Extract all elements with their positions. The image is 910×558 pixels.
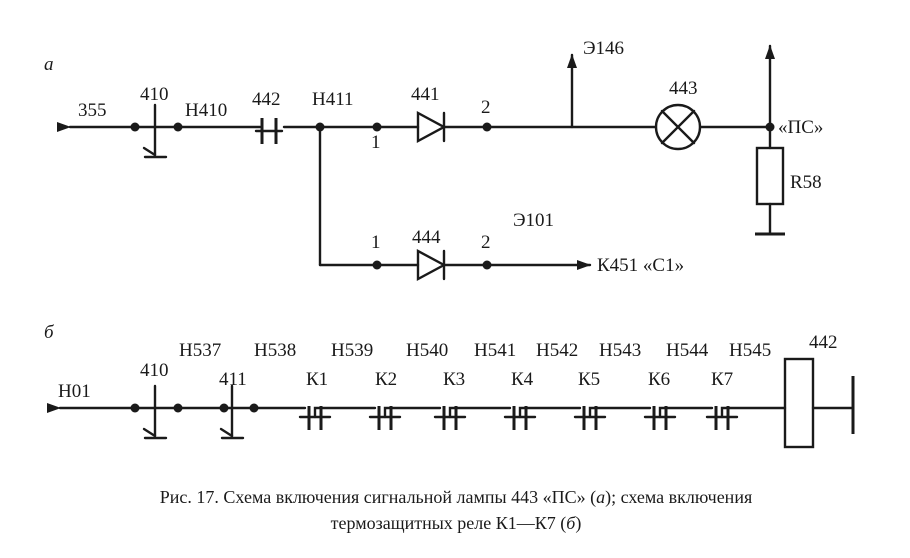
label-e101: Э101	[513, 210, 554, 231]
label-ps: «ПС»	[778, 117, 823, 138]
label-k3: К3	[443, 369, 465, 390]
contact-442	[254, 118, 284, 144]
wire-k1-k2	[313, 406, 377, 419]
diode-441	[416, 110, 447, 144]
terminal-dot	[173, 403, 183, 413]
label-h01: Н01	[58, 381, 91, 402]
resistor-r58	[755, 146, 785, 206]
contact-k5	[573, 406, 607, 430]
label-h538: Н538	[254, 340, 296, 361]
label-h539: Н539	[331, 340, 373, 361]
wire-k6-k7	[658, 406, 714, 419]
panel-a-letter: а	[44, 54, 54, 75]
wire-k7-442	[720, 406, 787, 419]
panel-b-letter: б	[44, 322, 55, 343]
label-k5: К5	[578, 369, 600, 390]
caption-line-1: Рис. 17. Схема включения сигнальной ламп…	[160, 487, 752, 508]
label-k4: К4	[511, 369, 534, 390]
contact-k4	[503, 406, 537, 430]
label-h410: Н410	[185, 100, 227, 121]
label-k6: К6	[648, 369, 670, 390]
label-h544: Н544	[666, 340, 709, 361]
terminal-dot	[130, 403, 140, 413]
label-355: 355	[78, 100, 107, 121]
terminal-dot	[482, 122, 492, 132]
panel-b: б	[44, 322, 855, 449]
label-441: 441	[411, 84, 440, 105]
label-h411: Н411	[312, 89, 354, 110]
label-k451: К451 «С1»	[597, 255, 684, 276]
switch-411	[219, 384, 245, 440]
lamp-443	[654, 103, 702, 151]
label-r58: R58	[790, 172, 822, 193]
terminal-dot	[372, 122, 382, 132]
relay-coil-442	[783, 357, 815, 449]
caption-line-2: термозащитных реле К1—К7 (б)	[331, 513, 582, 534]
contact-k6	[643, 406, 677, 430]
contact-k3	[433, 406, 467, 430]
label-411: 411	[219, 369, 247, 390]
pin-1-bottom: 1	[371, 232, 381, 253]
contact-k2	[368, 406, 402, 430]
label-h542: Н542	[536, 340, 578, 361]
label-e146: Э146	[583, 38, 624, 59]
label-444: 444	[412, 227, 441, 248]
terminal-dot	[130, 122, 140, 132]
terminal-dot	[249, 403, 259, 413]
label-k2: К2	[375, 369, 397, 390]
terminal-dot	[219, 403, 229, 413]
switch-410-b	[142, 384, 168, 440]
diode-444	[416, 248, 447, 282]
label-k7: К7	[711, 369, 733, 390]
wire-k3-k4	[448, 406, 512, 419]
label-h537: Н537	[179, 340, 221, 361]
label-h540: Н540	[406, 340, 448, 361]
label-k1: К1	[306, 369, 328, 390]
switch-410	[142, 103, 168, 159]
figure-caption: Рис. 17. Схема включения сигнальной ламп…	[160, 487, 752, 534]
label-h545: Н545	[729, 340, 771, 361]
pin-2-bottom: 2	[481, 232, 491, 253]
pin-1-top: 1	[371, 132, 381, 153]
label-h543: Н543	[599, 340, 641, 361]
panel-a: а	[44, 38, 823, 282]
pin-2-top: 2	[481, 97, 491, 118]
wire-k2-k3	[383, 406, 442, 419]
contact-k7	[705, 406, 739, 430]
terminal-dot	[372, 260, 382, 270]
label-410: 410	[140, 84, 169, 105]
terminal-dot	[173, 122, 183, 132]
wire-k4-k5	[518, 406, 582, 419]
label-443: 443	[669, 78, 698, 99]
label-442-b: 442	[809, 332, 838, 353]
wire-k5-k6	[588, 406, 652, 419]
label-410-b: 410	[140, 360, 169, 381]
label-h541: Н541	[474, 340, 516, 361]
contact-k1	[298, 406, 332, 430]
label-442: 442	[252, 89, 281, 110]
